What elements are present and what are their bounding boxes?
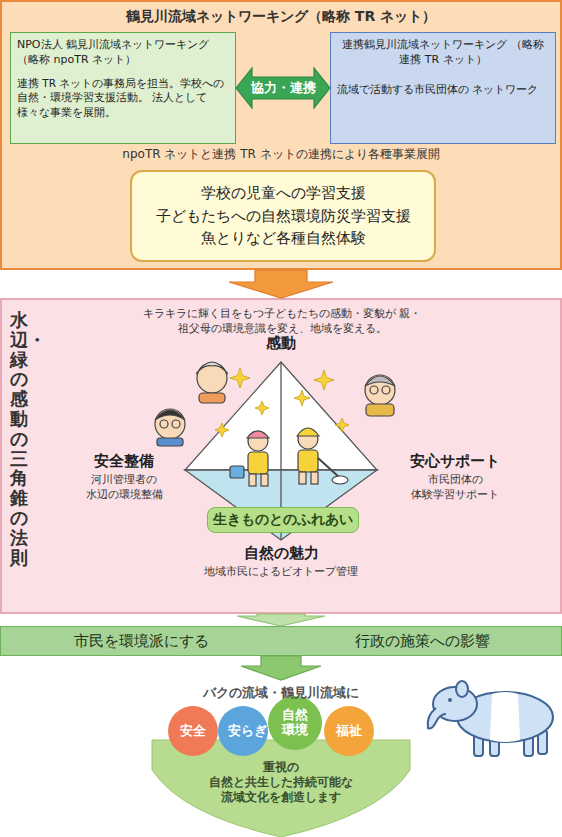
diagram-label: 地域市民によるビオトープ管理	[171, 564, 391, 579]
node-heading: 鶴見川流域ネットワーキング（略称 TR ネット）	[2, 8, 560, 26]
node-heading: 安全	[178, 724, 208, 739]
outcome-band: 市民を環境派にする行政の施策への影響	[0, 626, 562, 656]
node-heading: バクの流域・鶴見川流域に	[150, 684, 412, 702]
vision-shape: 安全 安らぎ 自然 環境福祉 バクの流域・鶴見川流域に重視の 自然と共生した持続可能な…	[150, 680, 412, 837]
value-circle: 福祉	[324, 706, 374, 756]
block-arrow	[229, 270, 333, 298]
node-body: キラキラに輝く目をもつ子どもたちの感動・変貌が 親・祖父母の環境意識を変え、地域…	[142, 306, 422, 337]
diagram-label: npoTR ネットと連携 TR ネットの連携により各種事業展開	[60, 146, 502, 163]
org-box: NPO法人 鶴見川流域ネットワーキング （略称 npoTR ネット） 連携 TR …	[10, 32, 236, 144]
node-heading: 連携鶴見川流域ネットワーキング （略称連携 TR ネット）	[337, 38, 549, 68]
node-heading: 自然 環境	[280, 708, 310, 738]
node-body: 行政の施策への影響	[282, 632, 562, 651]
diagram-label: 河川管理者の 水辺の環境整備	[68, 473, 180, 503]
network-band: NPO法人 鶴見川流域ネットワーキング （略称 npoTR ネット） 連携 TR …	[0, 0, 562, 270]
sparkles	[215, 368, 349, 437]
activity-box: 学校の児童への学習支援子どもたちへの自然環境防災学習支援魚とりなど各種自然体験	[130, 170, 436, 262]
node-body: 流域で活動する市民団体の ネットワーク	[337, 82, 549, 97]
diagram-label: 安心サポート	[395, 452, 515, 471]
node-heading: 福祉	[334, 724, 364, 739]
adult-figures	[155, 362, 395, 446]
diagram-label: 感動	[231, 334, 331, 353]
block-arrow	[236, 68, 330, 108]
block-arrow	[241, 656, 321, 680]
edge-label: 協力・連携	[249, 79, 318, 97]
diagram-label: 安全整備	[68, 452, 180, 471]
node-heading: 生きものとのふれあい	[213, 511, 353, 529]
node-heading: 学校の児童への学習支援	[201, 182, 366, 205]
node-heading: 水辺・緑の感動の三角錐の法則	[10, 310, 28, 567]
pyramid-diagram	[185, 362, 377, 540]
org-box: 連携鶴見川流域ネットワーキング （略称連携 TR ネット） 流域で活動する市民団体…	[330, 32, 556, 144]
value-circle: 安全	[168, 706, 218, 756]
node-heading: NPO法人 鶴見川流域ネットワーキング （略称 npoTR ネット）	[17, 38, 229, 68]
node-body: 連携 TR ネットの事務局を担当。学校への 自然・環境学習支援活動。 法人として…	[17, 76, 229, 120]
value-circle: 自然 環境	[268, 696, 322, 750]
node-heading: 安らぎ	[228, 724, 258, 739]
node-body: 子どもたちへの自然環境防災学習支援	[156, 205, 411, 228]
block-arrow	[237, 614, 325, 626]
node-heading: 市民を環境派にする	[1, 632, 282, 651]
node-body: 魚とりなど各種自然体験	[201, 227, 366, 250]
node-body: 重視の 自然と共生した持続可能な 流域文化を創造します	[196, 760, 366, 805]
children-figures	[230, 428, 348, 486]
diagram-label: 市民団体の 体験学習サポート	[395, 473, 515, 503]
value-circle: 安らぎ	[218, 706, 268, 756]
tapir-figure	[428, 681, 553, 756]
diagram-label: 自然の魅力	[206, 544, 356, 563]
contact-box: 生きものとのふれあい	[207, 507, 359, 533]
